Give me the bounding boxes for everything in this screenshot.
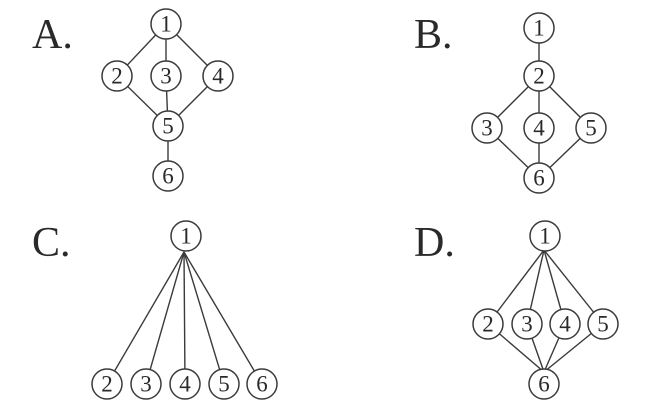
- node-b-3: 3: [471, 112, 503, 144]
- option-b-letter: B.: [414, 12, 453, 58]
- node-c-1: 1: [170, 220, 202, 252]
- option-c-edges: [106, 251, 263, 385]
- svg-text:4: 4: [533, 116, 545, 141]
- option-d-edges: [487, 249, 604, 373]
- svg-text:4: 4: [179, 372, 191, 397]
- node-a-1: 1: [150, 8, 182, 40]
- svg-text:5: 5: [162, 114, 174, 139]
- svg-text:1: 1: [180, 224, 192, 249]
- option-a-edges: [116, 23, 219, 176]
- svg-text:5: 5: [585, 116, 597, 141]
- option-a: A. 1 2 3 4 5 6: [32, 8, 234, 192]
- edge-c-1-4: [183, 251, 186, 385]
- option-c: C. 1 2 3 4 5 6: [32, 220, 278, 400]
- svg-text:4: 4: [559, 312, 571, 337]
- option-c-letter: C.: [32, 220, 71, 266]
- edge-d-1-5: [543, 249, 604, 325]
- node-c-5: 5: [208, 368, 240, 400]
- option-b-edges: [486, 28, 592, 179]
- svg-text:4: 4: [212, 64, 224, 89]
- node-b-2: 2: [523, 60, 555, 92]
- node-d-6: 6: [528, 368, 560, 400]
- node-d-3: 3: [511, 308, 543, 340]
- node-b-1: 1: [523, 12, 555, 44]
- node-c-2: 2: [91, 368, 123, 400]
- svg-text:1: 1: [539, 224, 551, 249]
- svg-text:3: 3: [521, 312, 533, 337]
- svg-text:5: 5: [218, 372, 230, 397]
- node-d-4: 4: [549, 308, 581, 340]
- node-d-1: 1: [529, 220, 561, 252]
- node-a-6: 6: [152, 160, 184, 192]
- edge-c-1-2: [106, 251, 185, 385]
- option-d-letter: D.: [414, 220, 455, 266]
- node-b-6: 6: [523, 162, 555, 194]
- svg-text:6: 6: [538, 372, 550, 397]
- edge-c-1-6: [183, 251, 263, 385]
- svg-text:6: 6: [162, 164, 174, 189]
- node-c-6: 6: [246, 368, 278, 400]
- option-d: D. 1 2 3 4 5 6: [414, 220, 619, 400]
- node-a-3: 3: [150, 60, 182, 92]
- svg-text:3: 3: [140, 372, 152, 397]
- svg-text:3: 3: [160, 64, 172, 89]
- node-c-4: 4: [169, 368, 201, 400]
- svg-text:6: 6: [533, 166, 545, 191]
- node-a-2: 2: [101, 60, 133, 92]
- svg-text:2: 2: [101, 372, 113, 397]
- svg-text:2: 2: [482, 312, 494, 337]
- svg-text:3: 3: [481, 116, 493, 141]
- node-b-4: 4: [523, 112, 555, 144]
- svg-text:2: 2: [533, 64, 545, 89]
- svg-text:2: 2: [111, 64, 123, 89]
- option-a-letter: A.: [32, 12, 73, 58]
- node-d-2: 2: [472, 308, 504, 340]
- node-b-5: 5: [575, 112, 607, 144]
- edge-c-1-5: [183, 251, 225, 385]
- option-b: B. 1 2 3 4 5 6: [414, 12, 607, 194]
- svg-text:1: 1: [160, 12, 172, 37]
- node-a-4: 4: [202, 60, 234, 92]
- node-c-3: 3: [130, 368, 162, 400]
- svg-text:1: 1: [533, 16, 545, 41]
- edge-c-1-3: [145, 251, 185, 385]
- node-a-5: 5: [152, 110, 184, 142]
- svg-text:6: 6: [256, 372, 268, 397]
- svg-text:5: 5: [597, 312, 609, 337]
- node-d-5: 5: [587, 308, 619, 340]
